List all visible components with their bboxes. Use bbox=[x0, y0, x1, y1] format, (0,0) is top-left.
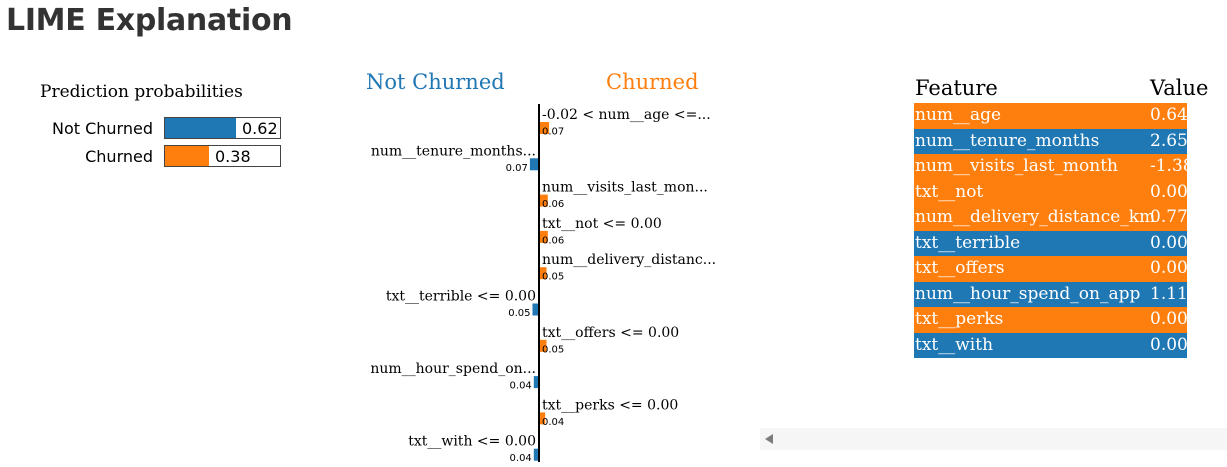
feature-label-5: txt__terrible <= 0.00 bbox=[386, 289, 536, 305]
prob-label: Churned bbox=[85, 147, 153, 166]
bar-6 bbox=[540, 339, 547, 352]
table-row: num__visits_last_month -1.38 bbox=[914, 154, 1194, 180]
table-row: txt__with 0.00 bbox=[914, 332, 1188, 358]
value-cell: 0.00 bbox=[1150, 258, 1188, 278]
value-cell: 2.65 bbox=[1150, 130, 1188, 151]
value-label-1: 0.07 bbox=[506, 163, 528, 174]
feature-label-9: txt__with <= 0.00 bbox=[408, 434, 536, 450]
feature-value-table: Feature Value num__age 0.64 num__tenure_mo… bbox=[914, 76, 1208, 358]
scroll-left-icon[interactable] bbox=[765, 434, 773, 444]
value-label-8: 0.04 bbox=[542, 417, 564, 428]
table-row: txt__not 0.00 bbox=[914, 179, 1188, 205]
bar-1 bbox=[529, 158, 539, 171]
bar-2 bbox=[540, 194, 548, 207]
table-row: txt__offers 0.00 bbox=[914, 256, 1188, 282]
prob-bar-box: 0.38 bbox=[164, 145, 281, 167]
value-label-3: 0.06 bbox=[542, 235, 564, 246]
value-label-9: 0.04 bbox=[510, 453, 532, 464]
feature-label-6: txt__offers <= 0.00 bbox=[542, 325, 679, 341]
explanation-chart: -0.02 < num__age <=... 0.07 num__tenure_mo… bbox=[370, 104, 716, 464]
value-cell: 0.00 bbox=[1150, 309, 1188, 329]
table-row: num__hour_spend_on_app 1.11 bbox=[914, 281, 1188, 307]
value-label-7: 0.04 bbox=[510, 381, 532, 392]
table-row: num__age 0.64 bbox=[914, 103, 1188, 129]
value-label-6: 0.05 bbox=[542, 344, 564, 355]
value-cell: 1.11 bbox=[1150, 283, 1188, 304]
feature-label-4: num__delivery_distanc... bbox=[542, 252, 716, 268]
bar-9 bbox=[533, 448, 539, 461]
value-header: Value bbox=[1150, 76, 1209, 100]
prob-value: 0.62 bbox=[242, 119, 278, 138]
prob-bar-fill bbox=[165, 118, 236, 138]
feature-cell: txt__terrible bbox=[915, 232, 1021, 253]
bar-5 bbox=[532, 303, 539, 316]
feature-label-7: num__hour_spend_on... bbox=[370, 361, 536, 377]
value-cell: 0.64 bbox=[1150, 105, 1188, 125]
prediction-title: Prediction probabilities bbox=[40, 82, 243, 102]
feature-cell: txt__perks bbox=[915, 309, 1004, 329]
feature-cell: num__age bbox=[915, 105, 1002, 125]
feature-cell: num__delivery_distance_km bbox=[915, 207, 1156, 227]
value-label-0: 0.07 bbox=[542, 127, 564, 138]
feature-label-1: num__tenure_months... bbox=[371, 143, 536, 159]
prob-bar-box: 0.62 bbox=[164, 117, 281, 139]
table-row: num__tenure_months 2.65 bbox=[914, 128, 1188, 154]
table-body: num__age 0.64 num__tenure_months 2.65 num__v… bbox=[914, 103, 1194, 358]
bar-4 bbox=[540, 267, 547, 280]
value-label-5: 0.05 bbox=[508, 308, 530, 319]
feature-cell: num__visits_last_month bbox=[915, 156, 1118, 176]
value-cell: 0.00 bbox=[1150, 232, 1188, 253]
prob-value: 0.38 bbox=[215, 147, 251, 166]
table-row: txt__terrible 0.00 bbox=[914, 230, 1188, 256]
value-cell: 0.77 bbox=[1150, 207, 1188, 227]
table-header: Feature Value bbox=[914, 76, 1208, 103]
positive-class-label: Churned bbox=[606, 70, 699, 94]
negative-class-label: Not Churned bbox=[366, 70, 505, 94]
feature-cell: txt__with bbox=[915, 334, 994, 355]
feature-label-3: txt__not <= 0.00 bbox=[542, 216, 662, 232]
feature-label-0: -0.02 < num__age <=... bbox=[542, 107, 711, 123]
feature-cell: num__tenure_months bbox=[915, 130, 1100, 151]
prob-bar-fill bbox=[165, 146, 209, 166]
feature-cell: num__hour_spend_on_app bbox=[915, 283, 1141, 304]
table-row: txt__perks 0.00 bbox=[914, 307, 1188, 333]
feature-cell: txt__offers bbox=[915, 258, 1005, 278]
value-label-2: 0.06 bbox=[542, 199, 564, 210]
value-cell: 0.00 bbox=[1150, 334, 1188, 355]
value-label-4: 0.05 bbox=[542, 272, 564, 283]
horizontal-scrollbar[interactable] bbox=[760, 428, 1227, 450]
bar-8 bbox=[540, 412, 546, 425]
feature-cell: txt__not bbox=[915, 181, 984, 202]
feature-label-2: num__visits_last_mon... bbox=[542, 180, 708, 196]
feature-header: Feature bbox=[915, 76, 998, 100]
page-title: LIME Explanation bbox=[6, 3, 293, 38]
value-cell: 0.00 bbox=[1150, 181, 1188, 202]
bar-7 bbox=[533, 376, 539, 389]
prob-label: Not Churned bbox=[51, 119, 153, 138]
bar-0 bbox=[540, 122, 550, 134]
value-cell: -1.38 bbox=[1150, 156, 1194, 176]
feature-label-8: txt__perks <= 0.00 bbox=[542, 397, 678, 413]
bar-3 bbox=[540, 230, 548, 243]
